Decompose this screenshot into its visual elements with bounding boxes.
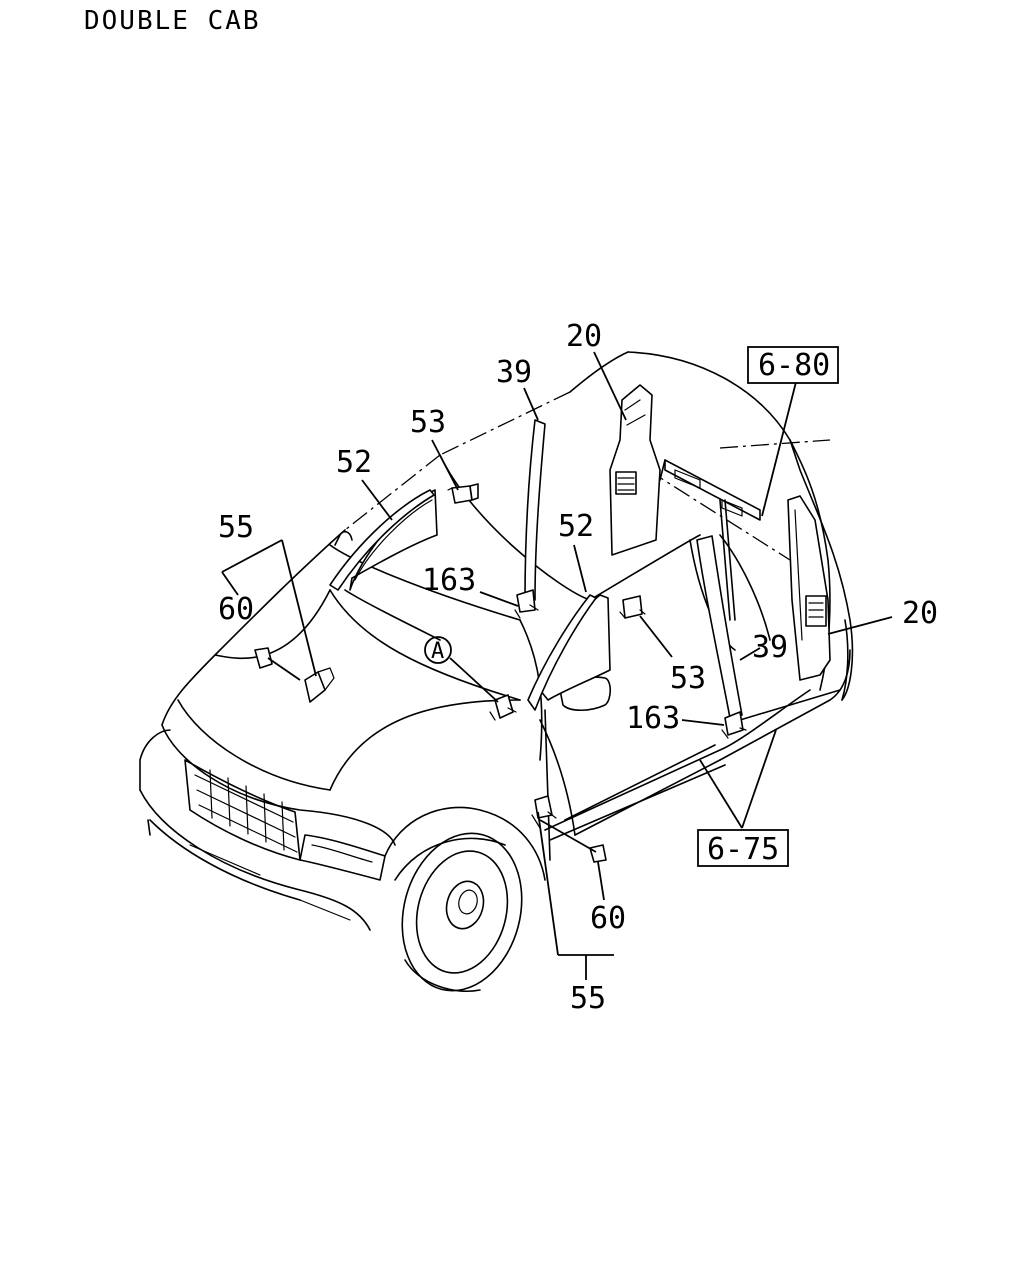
part-163-top <box>514 589 539 619</box>
part-20-right <box>787 495 831 681</box>
part-53-top <box>447 483 479 504</box>
part-60-bottom <box>589 844 607 863</box>
part-20-top <box>609 384 661 556</box>
part-52-center <box>527 594 611 711</box>
marker-a-label: A <box>431 639 444 664</box>
ref-label-6-80: 6-80 <box>758 348 830 383</box>
part-53-right <box>619 595 646 619</box>
callout-52-left: 52 <box>336 445 372 480</box>
ref-label-6-75: 6-75 <box>707 832 779 867</box>
part-60-left <box>254 647 273 669</box>
part-39-top <box>524 419 546 601</box>
callout-163-right: 163 <box>626 701 680 736</box>
callout-20-right: 20 <box>902 596 938 631</box>
ref-box-6-80: 6-80 <box>747 346 839 384</box>
callout-52-center: 52 <box>558 509 594 544</box>
part-39-right <box>696 535 743 719</box>
callout-60-bottom: 60 <box>590 901 626 936</box>
callout-60-left: 60 <box>218 592 254 627</box>
leader-lines <box>221 351 893 980</box>
callout-39-right: 39 <box>752 630 788 665</box>
callout-53-right: 53 <box>670 661 706 696</box>
vehicle-outline <box>139 351 854 992</box>
callout-55-bottom: 55 <box>570 981 606 1016</box>
callout-163-top: 163 <box>422 563 476 598</box>
part-55-bottom <box>531 795 557 829</box>
callout-53-top: 53 <box>410 405 446 440</box>
part-55-left <box>304 667 335 703</box>
callout-20-top: 20 <box>566 319 602 354</box>
ref-box-6-75: 6-75 <box>697 829 789 867</box>
callout-55-left: 55 <box>218 510 254 545</box>
marker-a: A <box>424 636 452 664</box>
page-title: DOUBLE CAB <box>84 6 261 36</box>
part-52-left <box>329 489 438 591</box>
part-163-right <box>721 711 747 739</box>
callout-39-top: 39 <box>496 355 532 390</box>
part-a-clip <box>489 694 517 721</box>
